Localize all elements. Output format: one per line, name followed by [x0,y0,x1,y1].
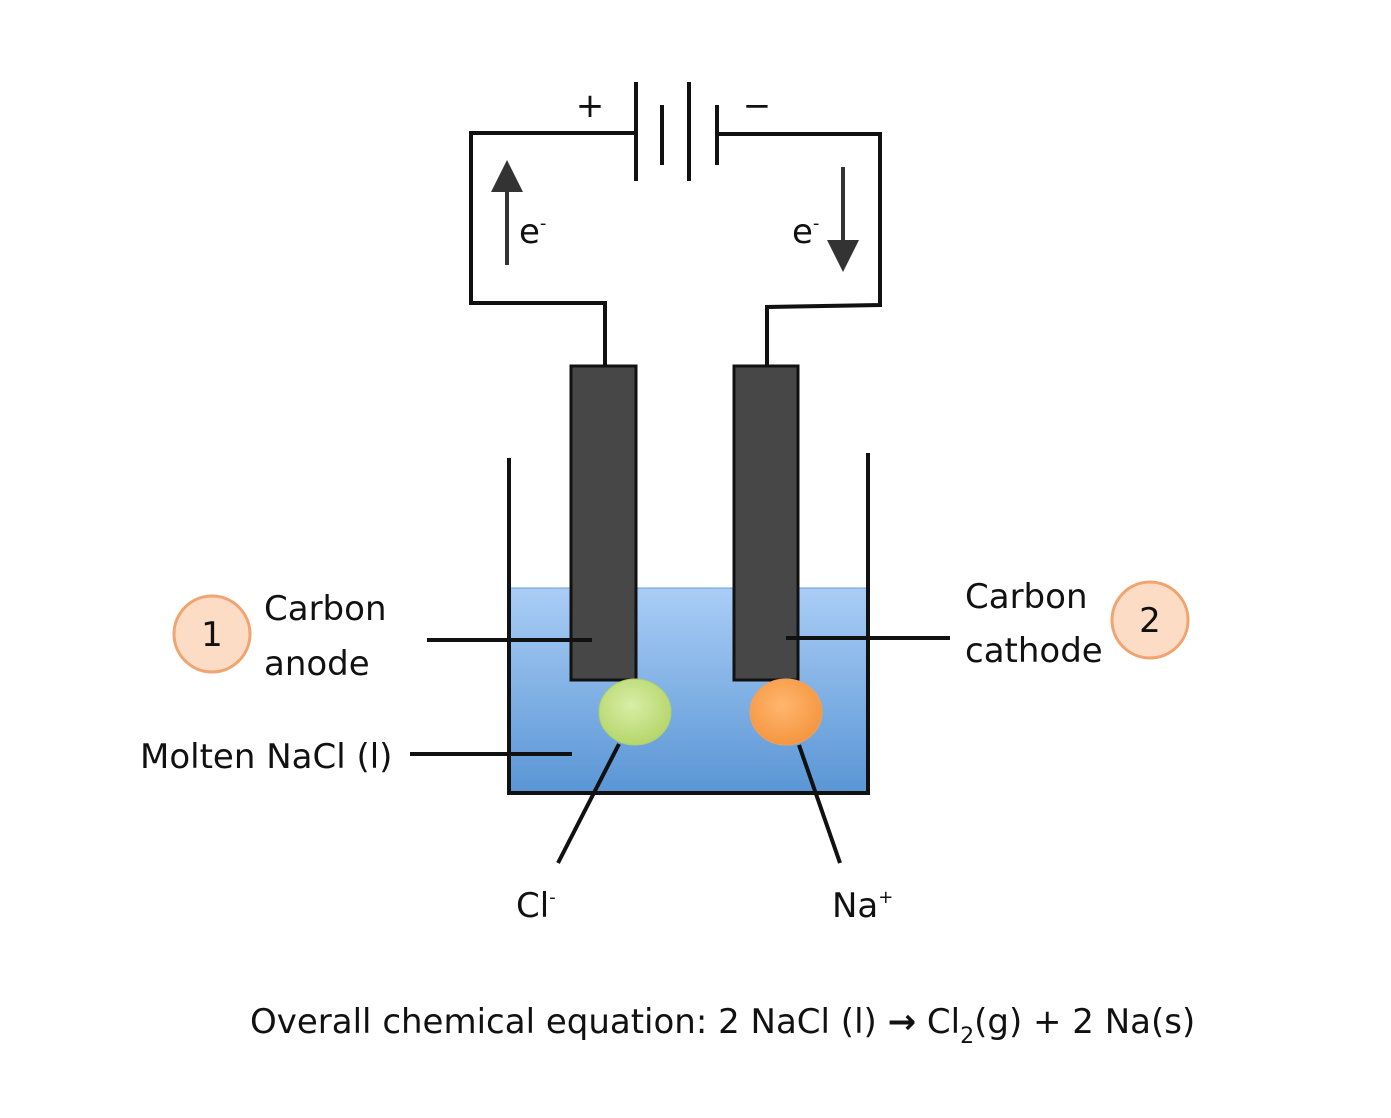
anode-number-badge: 1 [172,594,252,674]
battery-positive-label: + [576,86,605,126]
sodium-ion [749,678,823,746]
sodium-label: Na+ [832,886,893,926]
electron-label-left: e- [519,212,546,252]
anode-label-line1: Carbon [264,589,387,629]
wire-right [717,132,882,366]
sodium-leader-line [797,744,842,864]
svg-text:2: 2 [1139,601,1161,641]
battery-negative-label: − [743,86,772,126]
cathode-label-line1: Carbon [965,577,1088,617]
chloride-label: Cl- [516,886,556,926]
svg-text:1: 1 [201,615,223,655]
chloride-leader-line [556,743,621,864]
chloride-ion [598,678,672,746]
carbon-anode [569,364,638,682]
electrolyte-label: Molten NaCl (l) [140,737,392,777]
battery-icon [634,82,719,181]
cathode-number-badge: 2 [1110,580,1190,660]
anode-label-line2: anode [264,644,370,684]
carbon-cathode [732,364,800,682]
cathode-label-line2: cathode [965,631,1103,671]
wire-left [469,131,635,366]
beaker [507,453,870,795]
overall-equation: Overall chemical equation: 2 NaCl (l) → … [250,1002,1195,1049]
electron-label-right: e- [792,212,819,252]
